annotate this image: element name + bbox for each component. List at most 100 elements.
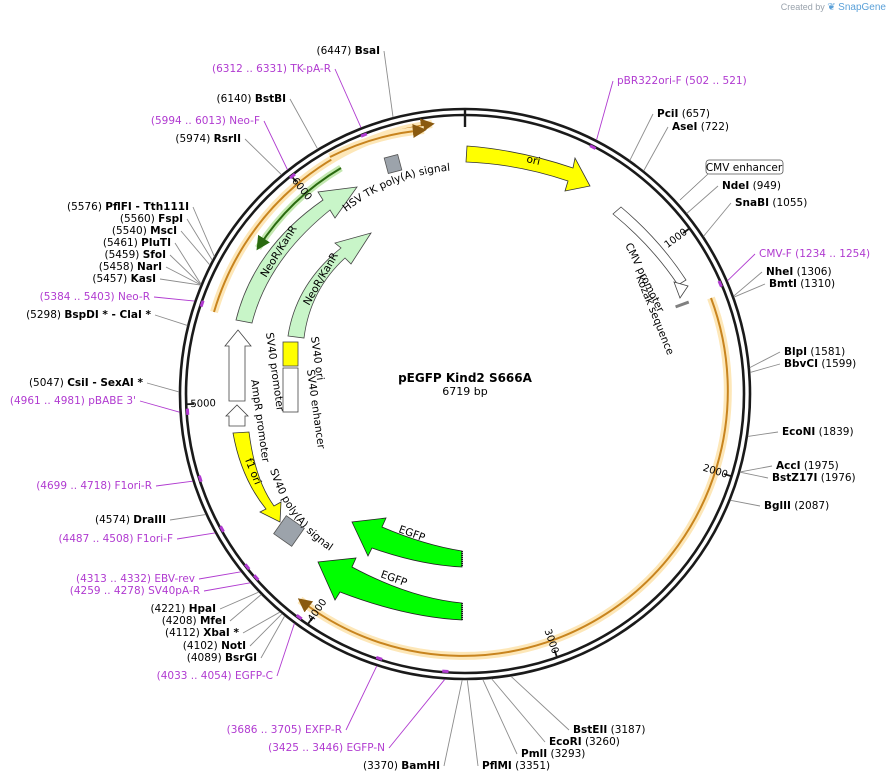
tick-label: 1000	[663, 227, 690, 251]
primer-range: (5994 .. 6013)	[151, 115, 229, 127]
tick-label: 5000	[190, 398, 216, 410]
primer-name: Neo-R	[118, 291, 150, 303]
primer-binding-mark	[244, 563, 251, 571]
feature-hsv-tk-polya: HSV TK poly(A) signal	[340, 153, 451, 214]
primer-label: (4033 .. 4054) EGFP-C	[157, 670, 273, 682]
primer-leader-line	[198, 571, 242, 580]
primer-name: CMV-F	[759, 248, 792, 260]
site-name: BstBI	[255, 93, 286, 105]
site-coord: (4089)	[187, 652, 225, 664]
site-leader-line	[491, 678, 546, 743]
site-coord: (949)	[749, 180, 781, 192]
egfp-arrow-1	[351, 517, 463, 568]
primer-leader-line	[276, 623, 295, 677]
ori-arrow	[465, 145, 591, 192]
primer-range: (4699 .. 4718)	[36, 480, 114, 492]
site-14: EcoRI (3260)	[491, 678, 620, 748]
primer-leader-line	[345, 665, 378, 731]
site-15: PmlI (3293)	[482, 679, 585, 760]
site-leader-line	[165, 266, 201, 286]
site-34: (6140) BstBI	[217, 93, 318, 150]
site-24: (5047) CsiI - SexAI *	[29, 377, 180, 393]
branding-name: SnapGene	[838, 2, 886, 13]
site-coord: (1310)	[797, 278, 835, 290]
site-leader-line	[229, 594, 262, 622]
primer-name: EXFP-R	[305, 724, 342, 736]
site-25: (5298) BspDI * - ClaI *	[26, 309, 188, 326]
tick-mark	[723, 473, 732, 478]
site-leader-line	[686, 185, 719, 214]
primer-12: (3425 .. 3446) EGFP-N	[268, 669, 449, 754]
site-29: (5461) PluTI	[103, 237, 202, 285]
primer-range: (4961 .. 4981)	[10, 395, 88, 407]
site-label: (5461) PluTI	[103, 237, 171, 249]
primer-leader-line	[176, 532, 216, 540]
site-label: (5560) FspI	[120, 213, 183, 225]
site-27: (5458) NarI	[99, 261, 201, 286]
primer-name: EBV-rev	[154, 573, 195, 585]
primer-binding-mark	[289, 172, 296, 180]
site-name: BsrGI	[225, 652, 257, 664]
feature-cmv-promoter: CMV promoter Kozak sequence	[622, 241, 690, 357]
primer-leader-line	[334, 68, 362, 128]
primer-binding-mark	[360, 132, 368, 138]
primer-6: (4699 .. 4718) F1ori-R	[36, 475, 203, 492]
site-leader-line	[730, 499, 761, 507]
site-leader-line	[219, 591, 259, 610]
primer-name: EGFP-C	[235, 670, 273, 682]
site-leader-line	[749, 351, 781, 369]
site-label: PflMI (3351)	[482, 760, 550, 772]
primer-7: (4487 .. 4508) F1ori-F	[58, 525, 225, 545]
f1-ori-arrow	[232, 431, 282, 523]
site-coord: (5458)	[99, 261, 137, 273]
primer-range: (4259 .. 4278)	[70, 585, 148, 597]
primer-8: (4313 .. 4332) EBV-rev	[76, 563, 251, 585]
sv40-polya-box	[273, 515, 305, 547]
site-1: PciI (657)	[629, 108, 710, 161]
sv40-promoter-arrow	[224, 329, 252, 402]
site-name: BspDI * - ClaI *	[64, 309, 151, 321]
site-4: SnaBI (1055)	[703, 197, 807, 237]
primer-range: (6312 .. 6331)	[212, 63, 290, 75]
primer-9: (4259 .. 4278) SV40pA-R	[70, 574, 260, 597]
site-name: FspI	[158, 213, 183, 225]
site-label: (5459) SfoI	[104, 249, 166, 261]
primer-leader-line	[203, 582, 251, 592]
site-label: BlpI (1581)	[784, 346, 845, 358]
site-leader-line	[169, 514, 206, 521]
primer-label: pBR322ori-F (502 .. 521)	[617, 75, 747, 87]
primer-0: (6312 .. 6331) TK-pA-R	[212, 63, 368, 138]
site-name: MscI	[150, 225, 177, 237]
site-coord: (5459)	[104, 249, 142, 261]
primer-3: CMV-F (1234 .. 1254)	[717, 248, 870, 288]
site-name: AccI	[776, 460, 800, 472]
site-leader-line	[740, 465, 773, 473]
site-coord: (4221)	[150, 603, 188, 615]
site-label: (4221) HpaI	[150, 603, 216, 615]
site-leader-line	[174, 242, 202, 285]
site-coord: (722)	[697, 121, 729, 133]
site-coord: (5560)	[120, 213, 158, 225]
kozak-marker	[675, 300, 690, 309]
site-leader-line	[443, 679, 463, 767]
site-coord: (4208)	[162, 615, 200, 627]
primer-binding-mark	[253, 574, 260, 581]
site-label: (4208) MfeI	[162, 615, 226, 627]
hsv-tk-polya-box	[383, 153, 403, 175]
primer-range: (3686 .. 3705)	[227, 724, 305, 736]
site-leader-line	[244, 138, 282, 175]
site-name: AseI	[672, 121, 697, 133]
site-label: (4089) BsrGI	[187, 652, 257, 664]
site-coord: (1055)	[769, 197, 807, 209]
site-coord: (5461)	[103, 237, 141, 249]
site-name: NarI	[137, 261, 162, 273]
site-19: (4102) NotI	[183, 613, 283, 652]
site-leader-line	[249, 613, 283, 647]
plasmid-name: pEGFP Kind2 S666A	[398, 371, 533, 385]
primer-binding-mark	[375, 656, 383, 661]
site-label: (6140) BstBI	[217, 93, 286, 105]
site-name: CsiI - SexAI *	[67, 377, 143, 389]
site-coord: (1581)	[807, 346, 845, 358]
site-leader-line	[169, 254, 202, 285]
orf-arc-second-line	[329, 124, 427, 158]
